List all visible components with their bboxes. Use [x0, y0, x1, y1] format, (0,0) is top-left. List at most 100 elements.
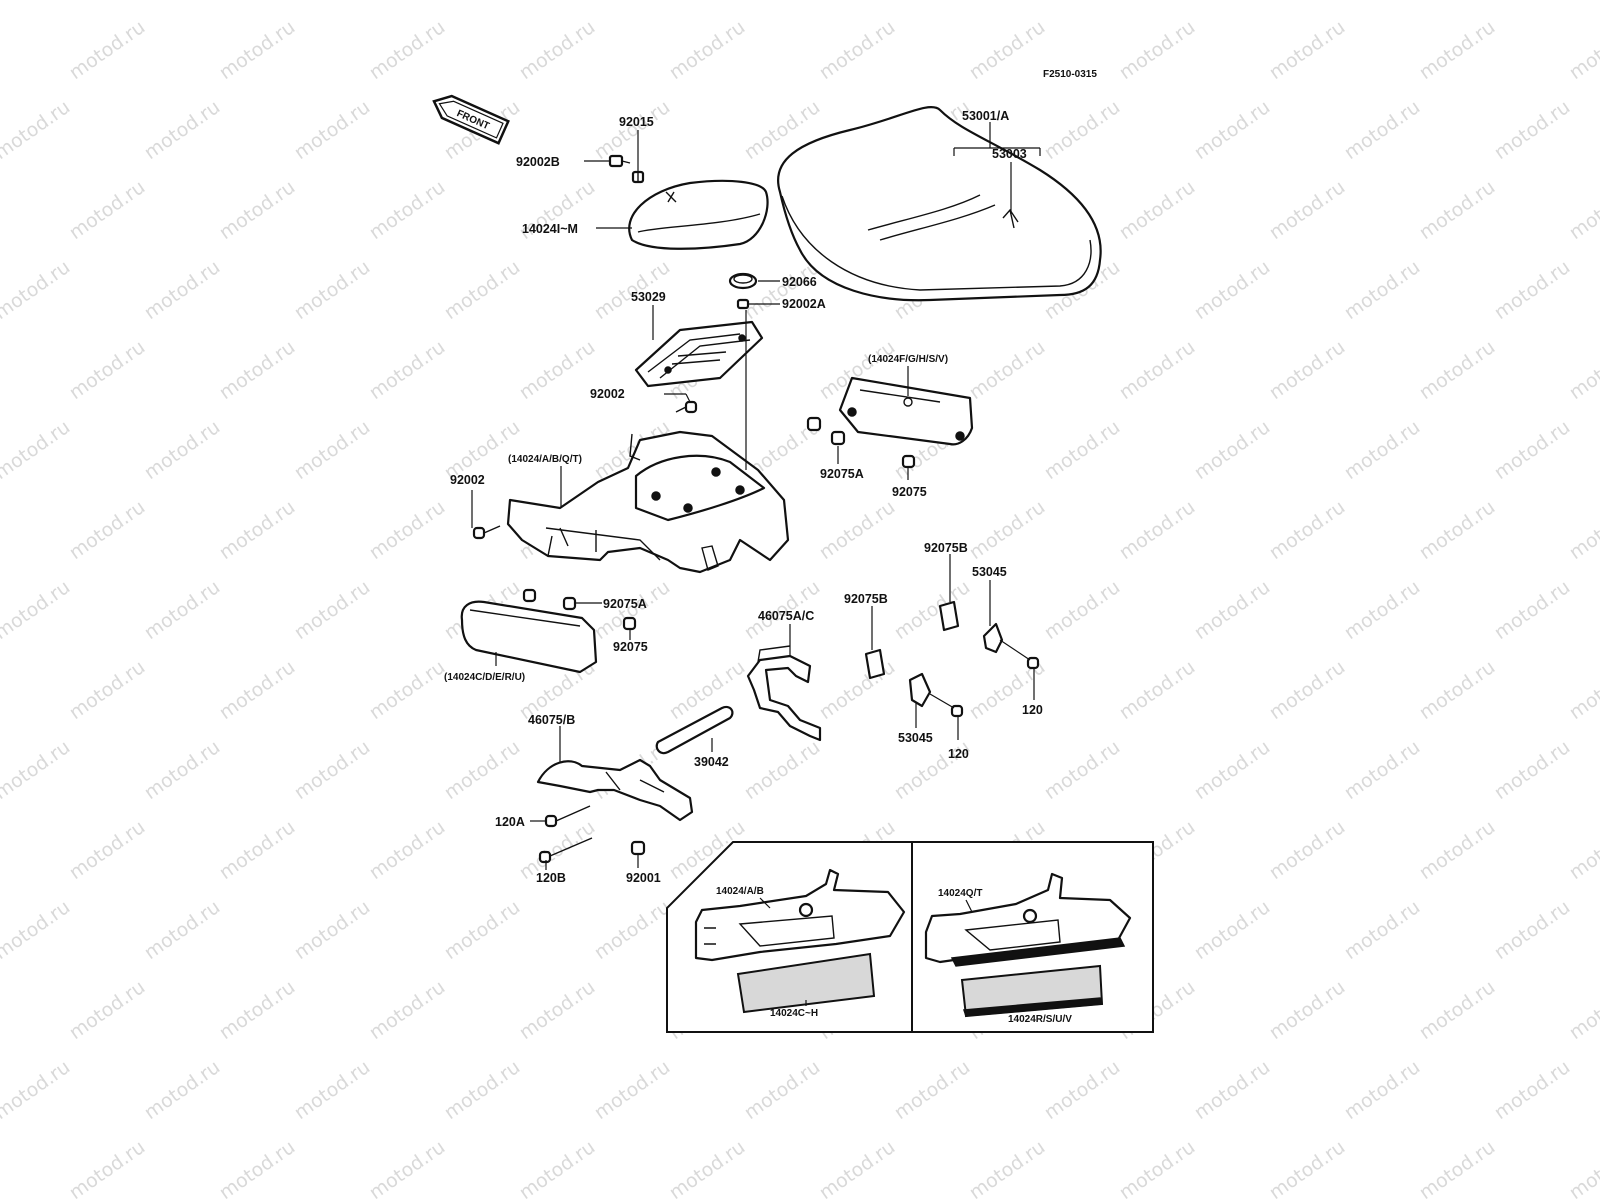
hook-53045-mid [908, 672, 932, 708]
watermark-text: motod.ru [140, 1056, 224, 1124]
watermark-text: motod.ru [1565, 1136, 1600, 1200]
label-14024-A-B-Q-T: (14024/A/B/Q/T) [508, 454, 582, 465]
watermark-text: motod.ru [1415, 976, 1499, 1044]
watermark-text: motod.ru [1190, 736, 1274, 804]
watermark-text: motod.ru [215, 976, 299, 1044]
label-92075A-right: 92075A [820, 467, 864, 481]
label-14024I-M: 14024I~M [522, 222, 578, 236]
watermark-text: motod.ru [1115, 176, 1199, 244]
label-92002-left: 92002 [450, 473, 485, 487]
watermark-text: motod.ru [0, 896, 74, 964]
watermark-text: motod.ru [1340, 96, 1424, 164]
side-cover-14024F-G-H-S-V [838, 376, 974, 446]
watermark-text: motod.ru [1040, 416, 1124, 484]
watermark-text: motod.ru [1040, 1056, 1124, 1124]
watermark-text: motod.ru [1040, 96, 1124, 164]
leader-lines [471, 122, 1041, 870]
watermark-text: motod.ru [1565, 336, 1600, 404]
bolt-92002-left [472, 525, 501, 540]
watermark-text: motod.ru [140, 0, 224, 4]
watermark-text: motod.ru [215, 1136, 299, 1200]
watermark-text: motod.ru [815, 1136, 899, 1200]
inset-label-14024-A-B: 14024/A/B [716, 886, 764, 897]
watermark-text: motod.ru [365, 1136, 449, 1200]
watermark-text: motod.ru [1190, 256, 1274, 324]
watermark-text: motod.ru [215, 816, 299, 884]
nut-92075-right [901, 454, 916, 469]
watermark-text: motod.ru [740, 736, 824, 804]
watermark-text: motod.ru [1115, 336, 1199, 404]
watermark-text: motod.ru [440, 256, 524, 324]
seat-cowl-pad-14024I-M [628, 179, 769, 250]
watermark-text: motod.ru [1415, 336, 1499, 404]
label-120A: 120A [495, 815, 525, 829]
watermark-text: motod.ru [1265, 336, 1349, 404]
watermark-text: motod.ru [1490, 736, 1574, 804]
watermark-text: motod.ru [1490, 0, 1574, 4]
watermark-text: motod.ru [65, 496, 149, 564]
label-92075A-left: 92075A [603, 597, 647, 611]
watermark-text: motod.ru [1190, 96, 1274, 164]
label-39042: 39042 [694, 755, 729, 769]
watermark-text: motod.ru [1190, 416, 1274, 484]
watermark-text: motod.ru [1115, 656, 1199, 724]
label-14024F-G-H-S-V: (14024F/G/H/S/V) [868, 354, 948, 365]
nut-92075A-left [522, 588, 577, 611]
seat-53001A [777, 106, 1102, 302]
watermark-text: motod.ru [1265, 16, 1349, 84]
hook-53045-right [982, 622, 1004, 654]
watermark-text: motod.ru [65, 176, 149, 244]
watermark-text: motod.ru [590, 96, 674, 164]
watermark-text: motod.ru [1190, 896, 1274, 964]
watermark-text: motod.ru [890, 576, 974, 644]
watermark-text: motod.ru [515, 336, 599, 404]
watermark-text: motod.ru [1040, 0, 1124, 4]
label-46075A-C: 46075A/C [758, 609, 814, 623]
watermark-text: motod.ru [0, 736, 74, 804]
watermark-text: motod.ru [1265, 976, 1349, 1044]
watermark-text: motod.ru [1490, 1056, 1574, 1124]
watermark-text: motod.ru [0, 416, 74, 484]
watermark-text: motod.ru [1415, 816, 1499, 884]
carrier-53029 [634, 320, 764, 388]
side-cover-14024C-D-E-R-U [460, 600, 598, 674]
watermark-text: motod.ru [290, 736, 374, 804]
watermark-text: motod.ru [515, 1136, 599, 1200]
label-92002B: 92002B [516, 155, 560, 169]
watermark-text: motod.ru [65, 816, 149, 884]
watermark-text: motod.ru [140, 96, 224, 164]
watermark-text: motod.ru [1040, 576, 1124, 644]
watermark-text: motod.ru [665, 1136, 749, 1200]
watermark-text: motod.ru [1265, 816, 1349, 884]
watermark-text: motod.ru [890, 1056, 974, 1124]
label-14024C-D-E-R-U: (14024C/D/E/R/U) [444, 672, 525, 683]
watermark-text: motod.ru [1565, 16, 1600, 84]
watermark-text: motod.ru [365, 16, 449, 84]
watermark-text: motod.ru [365, 336, 449, 404]
watermark-text: motod.ru [1565, 496, 1600, 564]
watermark-text: motod.ru [290, 256, 374, 324]
watermark-text: motod.ru [290, 416, 374, 484]
watermark-text: motod.ru [440, 736, 524, 804]
part-labels: 92015 92002B 14024I~M 53001/A 53003 9206… [444, 109, 1043, 885]
watermark-text: motod.ru [215, 496, 299, 564]
label-53001A: 53001/A [962, 109, 1009, 123]
watermark-text: motod.ru [140, 256, 224, 324]
watermark-text: motod.ru [0, 256, 74, 324]
watermark-text: motod.ru [65, 976, 149, 1044]
watermark-text: motod.ru [1490, 576, 1574, 644]
watermark-text: motod.ru [1415, 656, 1499, 724]
watermark-text: motod.ru [740, 1056, 824, 1124]
label-53045-right: 53045 [972, 565, 1007, 579]
nut-92001 [630, 840, 646, 856]
inset-label-14024C-H: 14024C~H [770, 1008, 818, 1019]
watermark-text: motod.ru [1340, 0, 1424, 4]
watermark-text: motod.ru [1265, 496, 1349, 564]
watermark-text: motod.ru [740, 0, 824, 4]
label-53029: 53029 [631, 290, 666, 304]
watermark-text: motod.ru [440, 0, 524, 4]
watermark-text: motod.ru [1265, 176, 1349, 244]
watermark-text: motod.ru [215, 176, 299, 244]
